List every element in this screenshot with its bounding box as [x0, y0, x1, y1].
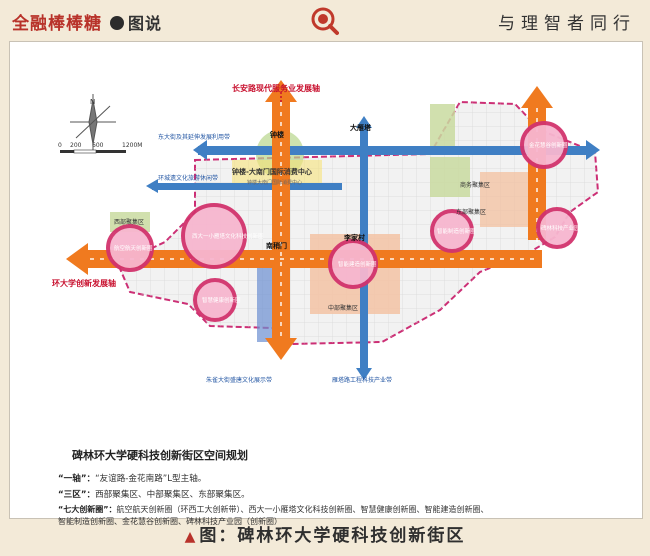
brand-name: 全融棒棒糖	[12, 14, 102, 34]
zone-green-1	[430, 157, 470, 197]
map-frame: N 0 200 600 1200M 长安路现代服务业发展轴 环大学创新发展轴 东…	[9, 41, 643, 526]
legend-title: 碑林环大学硬科技创新街区空间规划	[72, 449, 248, 462]
zone-west-label: 西部聚集区	[114, 218, 144, 226]
figure-caption: ▲图：碑林环大学硬科技创新街区	[0, 521, 650, 546]
scale-bar	[60, 149, 126, 154]
triangle-icon: ▲	[184, 529, 198, 545]
legend-line-1-key: “一轴”：	[58, 474, 96, 484]
cbd-label: 钟楼-大南门国际消费中心	[232, 167, 312, 176]
brand: 全融棒棒糖 图说	[12, 9, 162, 34]
search-icon[interactable]	[309, 6, 339, 36]
legend-line-1-text: “友谊路-金花南路”L型主轴。	[95, 474, 207, 484]
scale-0: 0	[58, 142, 62, 149]
scale-200: 200	[70, 142, 82, 149]
lijiacun-label: 李家村	[343, 233, 365, 242]
scale-600: 600	[92, 142, 104, 149]
ring-park-label: 环城遗文化旅游休闲带	[158, 174, 218, 182]
cbd-sub-label: 钟楼大南门国际消费中心	[247, 179, 302, 186]
legend-line-2-key: “三区”：	[58, 490, 96, 500]
planning-map: N 0 200 600 1200M 长安路现代服务业发展轴 环大学创新发展轴 东…	[52, 80, 600, 384]
university-axis-label: 环大学创新发展轴	[52, 278, 116, 288]
zhuque-label: 朱雀大街盛唐文化展示带	[206, 376, 272, 384]
north-label: N	[90, 98, 95, 106]
changan-axis-label: 长安路现代服务业发展轴	[232, 83, 320, 93]
circle-smart-mfg-label: 智能制造创新圈	[437, 227, 476, 235]
legend-line-3-text: 航空航天创新圈（环西工大创新带）、西大一小雁塔文化科技创新圈、智慧健康创新圈、智…	[116, 505, 489, 514]
caption-text: 图：碑林环大学硬科技创新街区	[199, 526, 466, 546]
circle-aerospace-label: 航空航天创新圈	[114, 244, 153, 252]
circle-smart-build-label: 智能建造创新圈	[338, 260, 377, 268]
slogan: 与理智者同行	[498, 14, 636, 34]
bell-tower-label: 钟楼	[270, 130, 284, 139]
legend-line-2-text: 西部聚集区、中部聚集区、东部聚集区。	[95, 490, 250, 500]
legend-line-2: “三区”：西部聚集区、中部聚集区、东部聚集区。	[58, 488, 250, 500]
legend-line-4-text: 智能制造创新圈、金花慧谷创新圈、碑林科技产业园（创新圈）	[58, 517, 282, 526]
zone-east-label: 东部聚集区	[456, 208, 486, 216]
legend-line-4: 智能制造创新圈、金花慧谷创新圈、碑林科技产业园（创新圈）	[58, 516, 282, 527]
zone-central-label: 中部聚集区	[328, 304, 358, 312]
section-label: 图说	[128, 14, 163, 33]
east-avenue-label: 东大街及其延伸发展利用带	[158, 133, 230, 141]
circle-golden-label: 金花慧谷创新圈	[529, 141, 568, 149]
zone-blue-strip	[257, 264, 275, 342]
circle-west-label: 西大一小雁塔文化科技创新圈	[192, 232, 264, 240]
legend-line-3-key: “七大创新圈”：	[58, 505, 117, 514]
scale-1200: 1200M	[122, 142, 142, 149]
compass-icon	[70, 94, 116, 150]
header: 全融棒棒糖 图说 与理智者同行	[0, 0, 650, 40]
big-goose-label: 大雁塔	[350, 123, 372, 132]
circle-industry-park-label: 碑林科技产业园	[541, 224, 580, 232]
south-gate-label: 南稍门	[266, 241, 287, 250]
legend-line-1: “一轴”：“友谊路-金花南路”L型主轴。	[58, 472, 206, 484]
innovation-circles	[106, 121, 578, 322]
zone-green-2	[430, 104, 455, 152]
yanta-industry-label: 雁塔路工程科技产业带	[332, 376, 392, 384]
circle-smart-health-label: 智慧健康创新圈	[202, 296, 241, 304]
dot-icon	[110, 16, 124, 30]
zone-commerce-label: 商务聚集区	[460, 181, 490, 189]
legend-line-3: “七大创新圈”：航空航天创新圈（环西工大创新带）、西大一小雁塔文化科技创新圈、智…	[58, 504, 489, 515]
